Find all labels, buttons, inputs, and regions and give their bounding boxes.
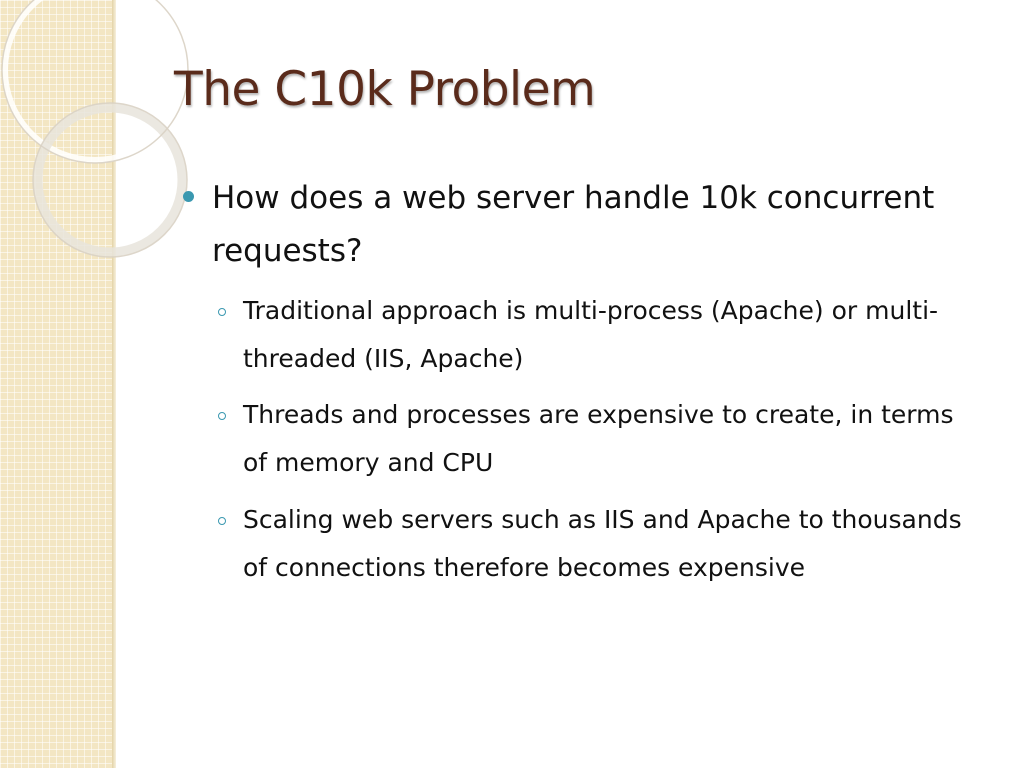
bullet-level1: How does a web server handle 10k concurr… xyxy=(212,180,935,269)
decorative-ring-large-outline xyxy=(1,0,189,164)
sub-bullet-2: Threads and processes are expensive to c… xyxy=(243,400,954,477)
sub-bullet-1: Traditional approach is multi-process (A… xyxy=(243,296,939,373)
sub-bullet-ring-icon xyxy=(218,517,226,525)
decorative-ring-small xyxy=(33,103,187,257)
decorative-ring-small-outline xyxy=(32,102,188,258)
decorative-rings xyxy=(1,0,189,258)
sub-bullet-3: Scaling web servers such as IIS and Apac… xyxy=(243,505,962,582)
sub-bullet-ring-icon xyxy=(218,412,226,420)
bullet-dot-icon xyxy=(183,191,194,202)
side-band-edge xyxy=(112,0,116,768)
sub-bullet-ring-icon xyxy=(218,308,226,316)
slide-title: The C10k Problem xyxy=(174,62,596,117)
decorative-ring-large xyxy=(2,0,188,163)
